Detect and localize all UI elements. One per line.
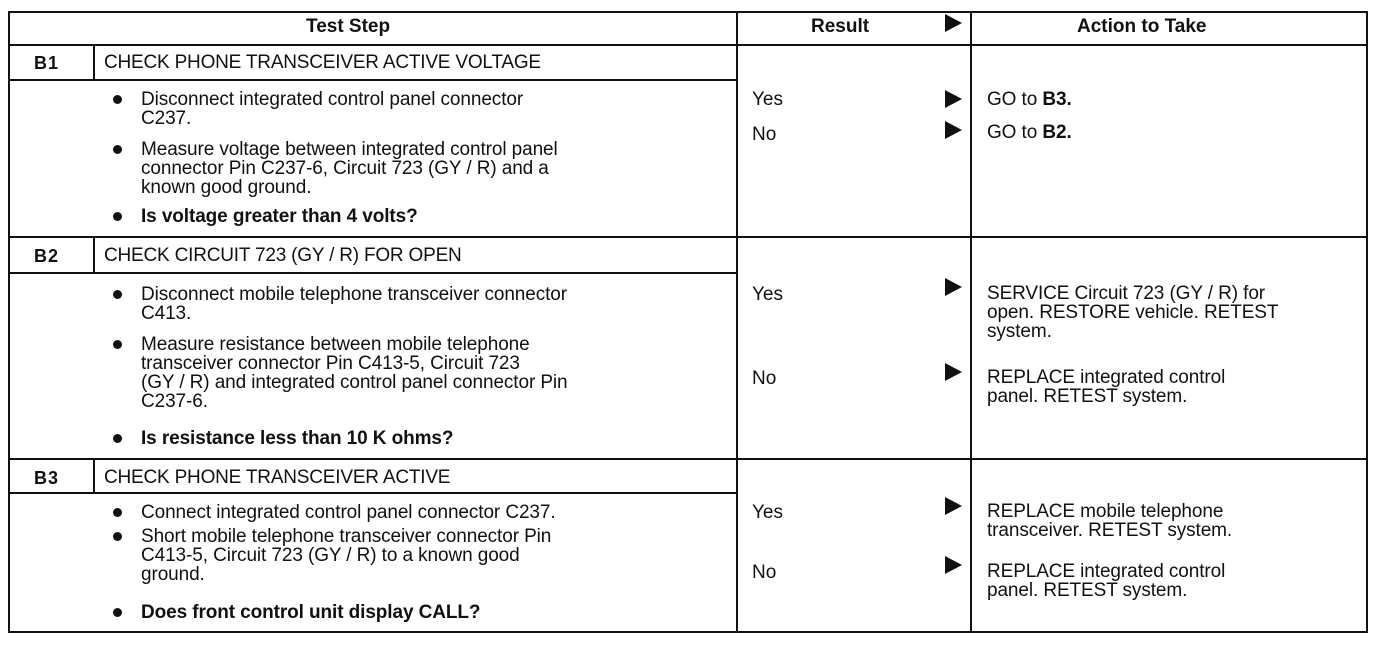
result-no: No <box>752 124 777 145</box>
title-rule-b3 <box>8 492 738 494</box>
bullet-icon <box>113 145 122 154</box>
step-title: CHECK CIRCUIT 723 (GY / R) FOR OPEN <box>104 245 462 266</box>
result-no: No <box>752 562 777 583</box>
step-instruction: Disconnect integrated control panel conn… <box>141 89 524 129</box>
bullet-icon <box>113 532 122 541</box>
border-right <box>1366 11 1368 633</box>
bullet-icon <box>113 290 122 299</box>
header-result: Result <box>811 16 870 37</box>
result-yes: Yes <box>752 89 783 110</box>
title-rule-b2 <box>8 272 738 274</box>
result-arrow-icon <box>945 121 962 139</box>
step-instruction: Connect integrated control panel connect… <box>141 502 556 523</box>
divider-result-column <box>736 11 738 633</box>
step-id: B2 <box>34 246 60 266</box>
result-no: No <box>752 368 777 389</box>
action-text: REPLACE mobile telephone transceiver. RE… <box>987 501 1233 541</box>
divider-action-column <box>970 11 972 633</box>
header-action: Action to Take <box>1077 16 1207 37</box>
step-question: Is voltage greater than 4 volts? <box>141 206 418 227</box>
step-id: B1 <box>34 53 60 73</box>
step-title: CHECK PHONE TRANSCEIVER ACTIVE VOLTAGE <box>104 52 541 73</box>
action-text: REPLACE integrated control panel. RETEST… <box>987 561 1226 601</box>
header-test-step: Test Step <box>306 16 391 37</box>
bullet-icon <box>113 608 122 617</box>
step-instruction: Measure voltage between integrated contr… <box>141 139 558 198</box>
result-yes: Yes <box>752 284 783 305</box>
id-divider-b1 <box>93 44 95 81</box>
separator-b2 <box>8 236 1368 238</box>
action-text: GO to B3. <box>987 89 1072 110</box>
bullet-icon <box>113 212 122 221</box>
header-rule <box>8 44 1368 46</box>
step-id: B3 <box>34 468 60 488</box>
id-divider-b3 <box>93 458 95 494</box>
title-rule-b1 <box>8 79 738 81</box>
bullet-icon <box>113 508 122 517</box>
result-arrow-icon <box>945 556 962 574</box>
border-bottom <box>8 631 1368 633</box>
result-arrow-icon <box>945 363 962 381</box>
step-title: CHECK PHONE TRANSCEIVER ACTIVE <box>104 467 451 488</box>
result-yes: Yes <box>752 502 783 523</box>
header-arrow-icon <box>945 14 962 32</box>
bullet-icon <box>113 340 122 349</box>
border-top <box>8 11 1368 13</box>
result-arrow-icon <box>945 278 962 296</box>
step-instruction: Measure resistance between mobile teleph… <box>141 334 568 412</box>
step-question: Does front control unit display CALL? <box>141 602 481 623</box>
step-question: Is resistance less than 10 K ohms? <box>141 428 454 449</box>
step-instruction: Short mobile telephone transceiver conne… <box>141 526 552 585</box>
bullet-icon <box>113 95 122 104</box>
id-divider-b2 <box>93 236 95 274</box>
bullet-icon <box>113 434 122 443</box>
action-text: GO to B2. <box>987 122 1072 143</box>
action-text: REPLACE integrated control panel. RETEST… <box>987 367 1226 407</box>
step-instruction: Disconnect mobile telephone transceiver … <box>141 284 568 324</box>
separator-b3 <box>8 458 1368 460</box>
result-arrow-icon <box>945 497 962 515</box>
result-arrow-icon <box>945 90 962 108</box>
action-text: SERVICE Circuit 723 (GY / R) for open. R… <box>987 283 1279 342</box>
border-left <box>8 11 10 633</box>
